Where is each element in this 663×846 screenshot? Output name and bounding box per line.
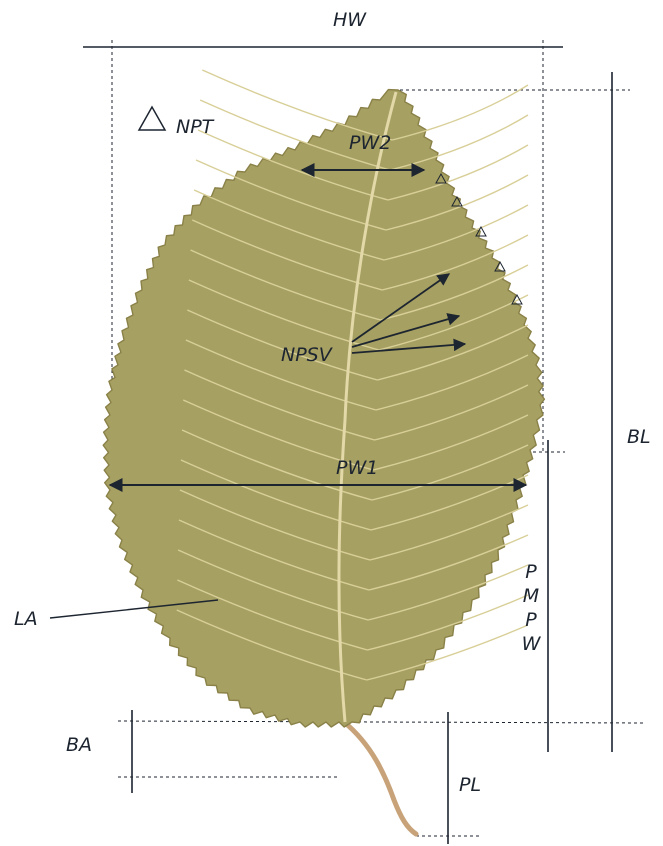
la-label: LA (14, 610, 38, 629)
pl-label: PL (459, 776, 481, 795)
pmpw-label: P M P W (516, 560, 546, 656)
npt-label: NPT (176, 118, 213, 137)
ba-label: BA (66, 736, 92, 755)
npsv-label: NPSV (281, 346, 332, 365)
pmpw-letter: P (516, 608, 546, 632)
pmpw-letter: W (516, 632, 546, 656)
leaf-blade (103, 70, 544, 727)
pw2-label: PW2 (349, 134, 391, 153)
pmpw-letter: P (516, 560, 546, 584)
base-line (118, 721, 643, 723)
petiole (344, 722, 416, 834)
hw-label: HW (333, 11, 366, 30)
pmpw-letter: M (516, 584, 546, 608)
pw1-label: PW1 (336, 459, 378, 478)
bl-label: BL (627, 428, 651, 447)
npt-triangle-icon (139, 107, 165, 130)
